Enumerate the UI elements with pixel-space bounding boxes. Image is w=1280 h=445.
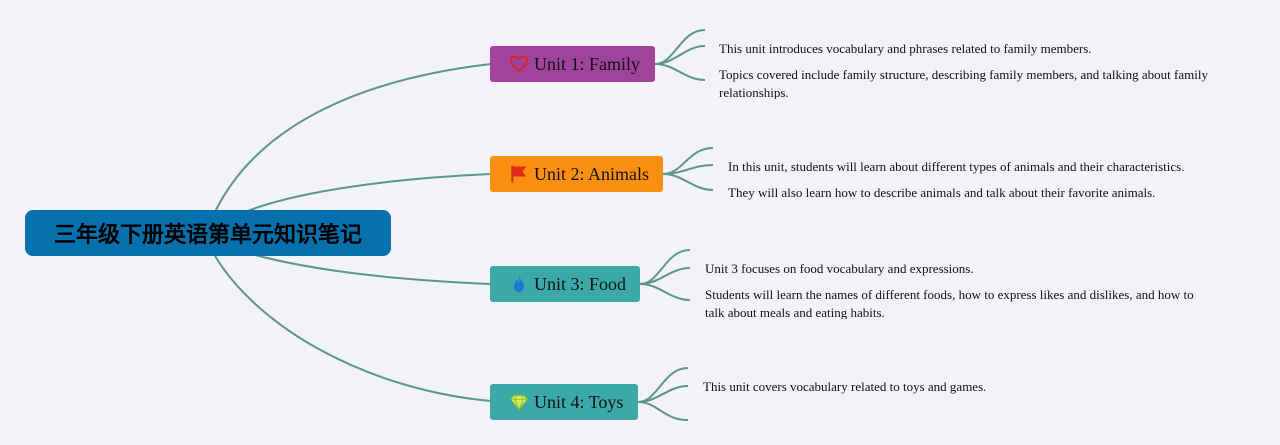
unit-4-label: Unit 4: Toys [534, 391, 624, 412]
unit-3-note-1: Unit 3 focuses on food vocabulary and ex… [705, 261, 974, 276]
edge-root-unit-4 [214, 255, 492, 402]
edge-unit-4-fork-bottom [637, 401, 689, 421]
edge-root-unit-1 [214, 63, 492, 213]
unit-2-note-1: In this unit, students will learn about … [728, 159, 1185, 174]
edge-root-unit-3 [254, 254, 492, 285]
root-topic-label: 三年级下册英语第单元知识笔记 [53, 223, 362, 248]
edge-unit-3-fork-top [639, 249, 691, 285]
unit-2-note-2: They will also learn how to describe ani… [728, 185, 1156, 200]
edge-root-unit-2 [244, 173, 492, 213]
diamond-icon [508, 391, 530, 413]
unit-1-note-2: Topics covered include family structure,… [719, 67, 1208, 99]
root-topic[interactable]: 三年级下册英语第单元知识笔记 [25, 210, 391, 256]
flag-icon [508, 163, 530, 185]
unit-2-topic[interactable]: Unit 2: Animals [490, 156, 663, 192]
unit-1-label: Unit 1: Family [534, 53, 641, 74]
unit-4-note-1: This unit covers vocabulary related to t… [703, 379, 987, 394]
unit-3-topic[interactable]: Unit 3: Food [490, 266, 640, 302]
unit-1-topic[interactable]: Unit 1: Family [490, 46, 655, 82]
edge-unit-2-fork-mid2 [662, 173, 714, 191]
unit-3-label: Unit 3: Food [534, 273, 627, 294]
heart-icon [508, 53, 530, 75]
edge-unit-2-fork-mid1 [662, 164, 714, 175]
unit-4-topic[interactable]: Unit 4: Toys [490, 384, 638, 420]
edge-unit-4-fork-top [637, 367, 689, 403]
flame-icon [508, 273, 530, 295]
edge-unit-1-fork-mid2 [654, 63, 706, 81]
unit-2-label: Unit 2: Animals [534, 163, 650, 184]
unit-3-note-2: Students will learn the names of differe… [705, 287, 1194, 319]
unit-1-note-1: This unit introduces vocabulary and phra… [719, 41, 1092, 56]
edge-unit-3-fork-mid2 [639, 283, 691, 301]
